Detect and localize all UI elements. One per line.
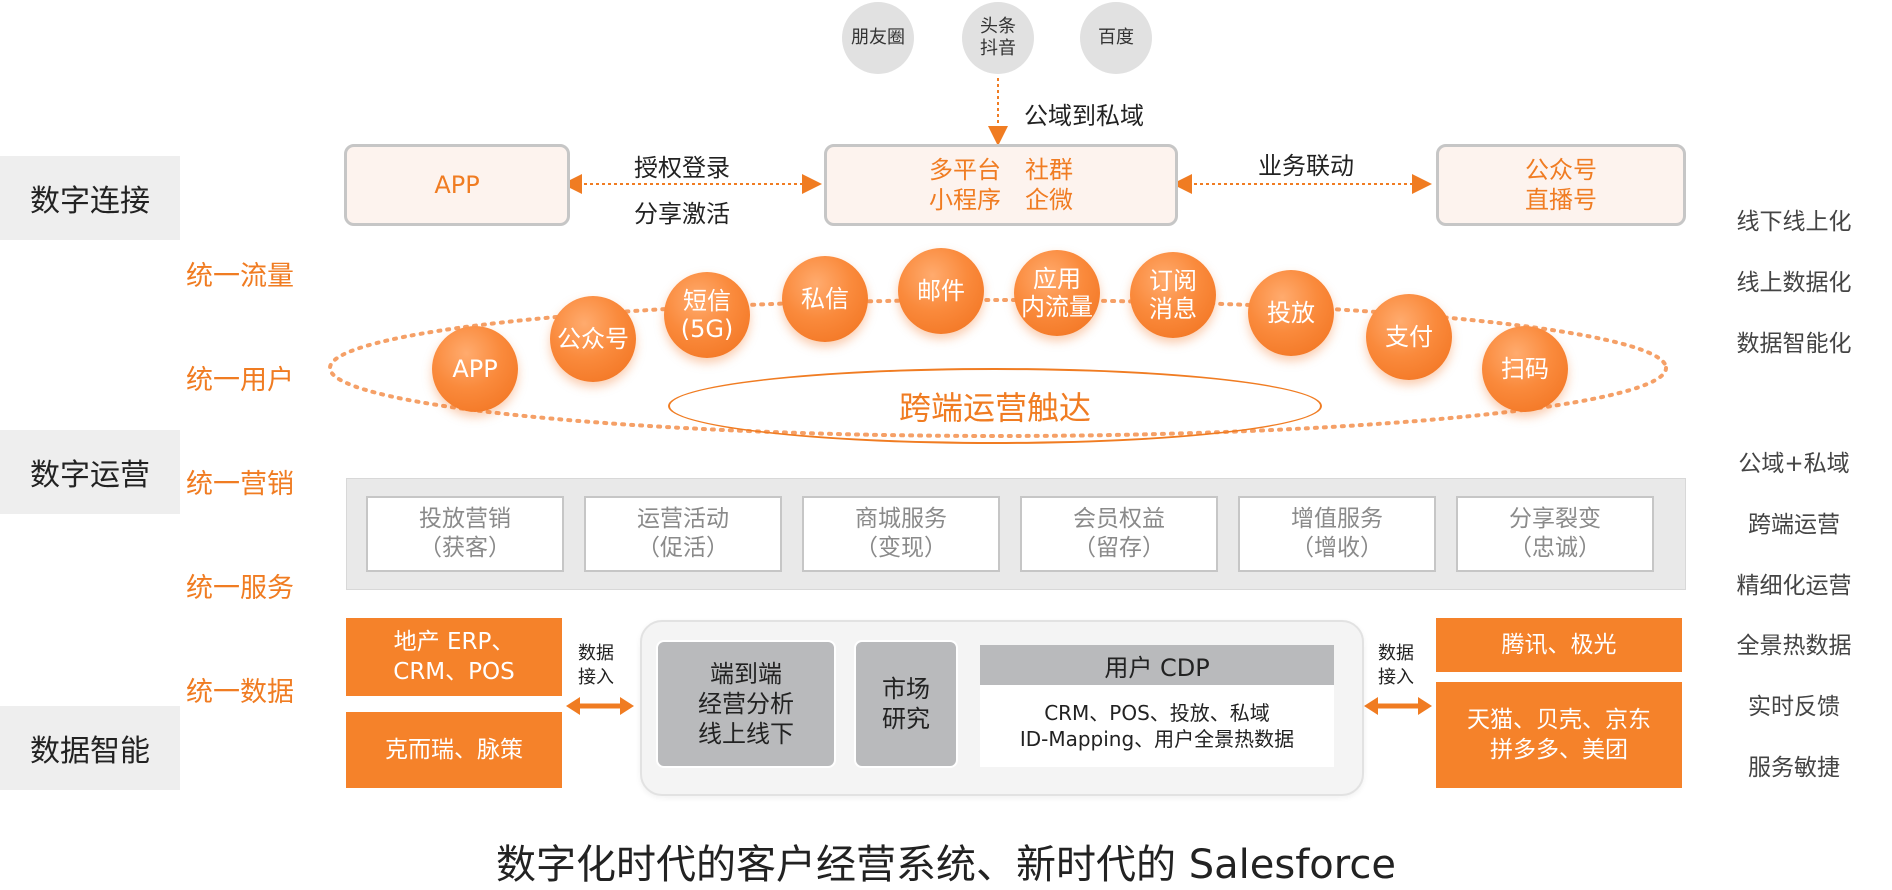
data-in-label-left: 数据 接入 (578, 643, 614, 688)
capability-cross-end: 跨端运营 (1748, 512, 1840, 538)
service-member-rights: 会员权益 （留存） (1020, 496, 1218, 572)
capability-realtime-feedback: 实时反馈 (1748, 694, 1840, 720)
service-ad-marketing: 投放营销 （获客） (366, 496, 564, 572)
service-name: 投放营销 (419, 506, 511, 532)
section-digital-connect: 数字连接 (0, 156, 180, 240)
capability-public-private: 公域+私域 (1738, 451, 1850, 477)
source-ecommerce-platforms: 天猫、贝壳、京东 拼多多、美团 (1436, 682, 1682, 788)
touchpoint-private-message: 私信 (782, 256, 868, 342)
service-name: 会员权益 (1073, 506, 1165, 532)
source-cric-metrodata: 克而瑞、脉策 (346, 712, 562, 788)
service-sub: （忠诚） (1509, 535, 1601, 561)
service-sub: （变现） (855, 535, 947, 561)
module-market-research: 市场 研究 (854, 640, 958, 768)
touchpoint-payment: 支付 (1366, 294, 1452, 380)
source-circle-baidu: 百度 (1080, 2, 1152, 74)
unified-traffic: 统一流量 (186, 261, 294, 292)
module-e2e-analysis: 端到端 经营分析 线上线下 (656, 640, 836, 768)
unified-user: 统一用户 (186, 365, 294, 396)
data-in-label-right: 数据 接入 (1378, 643, 1414, 688)
service-value-added: 增值服务 （增收） (1238, 496, 1436, 572)
touchpoint-email: 邮件 (898, 248, 984, 334)
source-circle-moments: 朋友圈 (842, 2, 914, 74)
touchpoint-official-account: 公众号 (550, 296, 636, 382)
capability-refined-ops: 精细化运营 (1736, 573, 1852, 599)
right-data-in-arrow (1364, 697, 1432, 715)
touchpoint-scan: 扫码 (1482, 326, 1568, 412)
touchpoint-subscription: 订阅 消息 (1130, 252, 1216, 338)
cross-end-ops-core: 跨端运营触达 (668, 368, 1322, 444)
app-box: APP (344, 144, 570, 226)
capability-agile-service: 服务敏捷 (1748, 755, 1840, 781)
service-name: 增值服务 (1291, 506, 1383, 532)
touchpoint-sms: 短信 (5G) (664, 272, 750, 358)
touchpoint-ad: 投放 (1248, 270, 1334, 356)
unified-data: 统一数据 (186, 677, 294, 708)
cdp-body: CRM、POS、投放、私域 ID-Mapping、用户全景热数据 (980, 685, 1334, 767)
cdp-title: 用户 CDP (980, 645, 1334, 685)
link-label-share-activate: 分享激活 (634, 200, 730, 228)
service-name: 商城服务 (855, 506, 947, 532)
cdp-line-1: CRM、POS、投放、私域 (1044, 701, 1270, 725)
service-sub: （增收） (1291, 535, 1383, 561)
source-tencent-jiguang: 腾讯、极光 (1436, 618, 1682, 672)
left-data-in-arrow (566, 697, 634, 715)
link-label-business: 业务联动 (1258, 152, 1354, 180)
service-sub: （促活） (637, 535, 729, 561)
service-share-fission: 分享裂变 （忠诚） (1456, 496, 1654, 572)
capability-online-data: 线上数据化 (1736, 270, 1852, 296)
diagram-caption: 数字化时代的客户经营系统、新时代的 Salesforce (496, 842, 1396, 888)
service-name: 分享裂变 (1509, 506, 1601, 532)
capability-panoramic-data: 全景热数据 (1736, 633, 1852, 659)
service-operation-activity: 运营活动 （促活） (584, 496, 782, 572)
source-circle-toutiao-douyin: 头条 抖音 (962, 2, 1034, 74)
service-mall: 商城服务 （变现） (802, 496, 1000, 572)
unified-marketing: 统一营销 (186, 469, 294, 500)
capability-offline-online: 线下线上化 (1736, 209, 1852, 235)
source-erp-crm-pos: 地产 ERP、 CRM、POS (346, 618, 562, 696)
multi-platform-box: 多平台 社群 小程序 企微 (824, 144, 1178, 226)
cdp-line-2: ID-Mapping、用户全景热数据 (1019, 727, 1295, 751)
service-sub: （获客） (419, 535, 511, 561)
service-name: 运营活动 (637, 506, 729, 532)
capability-data-intelligence: 数据智能化 (1736, 331, 1852, 357)
touchpoint-in-app-traffic: 应用 内流量 (1014, 250, 1100, 336)
section-digital-operate: 数字运营 (0, 430, 180, 514)
service-sub: （留存） (1073, 535, 1165, 561)
official-account-box: 公众号 直播号 (1436, 144, 1686, 226)
touchpoint-app: APP (432, 326, 518, 412)
link-label-auth-login: 授权登录 (634, 154, 730, 182)
section-data-intelligence: 数据智能 (0, 706, 180, 790)
unified-service: 统一服务 (186, 573, 294, 604)
flow-label: 公域到私域 (1024, 102, 1144, 130)
